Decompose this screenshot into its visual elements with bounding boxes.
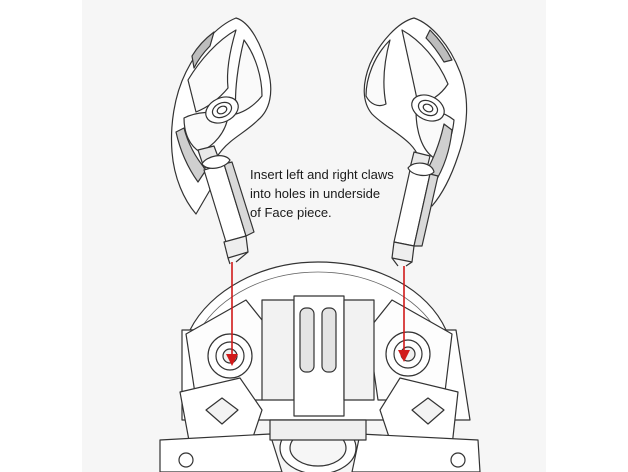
left-margin	[0, 0, 82, 472]
face-piece	[159, 261, 481, 472]
left-claw	[170, 17, 272, 265]
caption-line-1: Insert left and right claws	[250, 167, 394, 182]
right-margin	[546, 0, 628, 472]
caption-line-2: into holes in underside	[250, 186, 381, 201]
insertion-guides	[226, 262, 410, 366]
instruction-caption: Insert left and right claws into holes i…	[250, 165, 410, 222]
left-guide-arrowhead	[226, 354, 238, 366]
right-guide-arrowhead	[398, 350, 410, 362]
caption-line-3: of Face piece.	[250, 205, 332, 220]
right-claw	[363, 17, 468, 267]
